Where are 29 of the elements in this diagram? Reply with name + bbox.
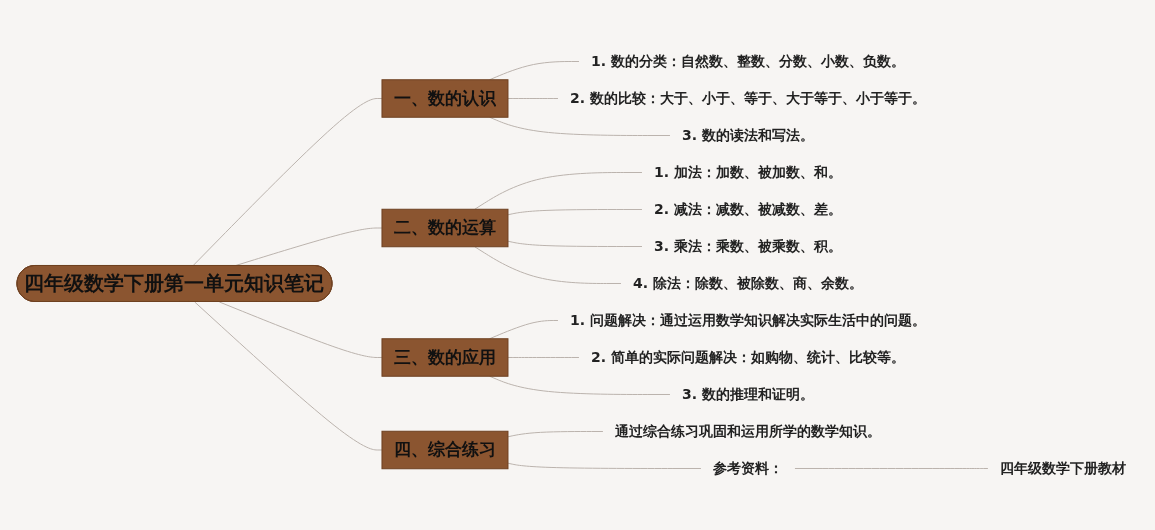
- node-text: 通过综合练习巩固和运用所学的数学知识。: [614, 423, 881, 439]
- connector: [507, 462, 702, 469]
- connector: [507, 209, 643, 216]
- connector: [507, 431, 604, 438]
- node-text: 4. 除法：除数、被除数、商、余数。: [633, 275, 863, 291]
- node-box: 一、数的认识: [381, 79, 509, 118]
- node-text: 3. 数的读法和写法。: [682, 127, 814, 143]
- node-text: 四年级数学下册教材: [999, 460, 1126, 476]
- connector: [474, 172, 643, 210]
- node-box: 三、数的应用: [381, 338, 509, 377]
- connector: [507, 357, 580, 358]
- connector: [794, 468, 989, 469]
- node-text: 1. 问题解决：通过运用数学知识解决实际生活中的问题。: [570, 312, 926, 328]
- node-box: 四、综合练习: [381, 430, 509, 470]
- connector: [507, 240, 643, 247]
- node-text: 参考资料：: [712, 460, 783, 476]
- connector: [507, 98, 559, 99]
- node-box: 二、数的运算: [381, 208, 509, 248]
- connector: [194, 301, 383, 451]
- connector: [192, 98, 383, 267]
- node-text: 2. 数的比较：大于、小于、等于、大于等于、小于等于。: [570, 90, 926, 106]
- node-text: 2. 减法：减数、被减数、差。: [654, 201, 842, 217]
- node-text: 1. 数的分类：自然数、整数、分数、小数、负数。: [591, 53, 905, 69]
- node-text: 3. 乘法：乘数、被乘数、积。: [654, 238, 842, 254]
- connector: [218, 301, 383, 358]
- node-text: 1. 加法：加数、被加数、和。: [654, 164, 842, 180]
- node-text: 3. 数的推理和证明。: [682, 386, 814, 402]
- connector: [474, 246, 622, 284]
- node-text: 2. 简单的实际问题解决：如购物、统计、比较等。: [591, 349, 905, 365]
